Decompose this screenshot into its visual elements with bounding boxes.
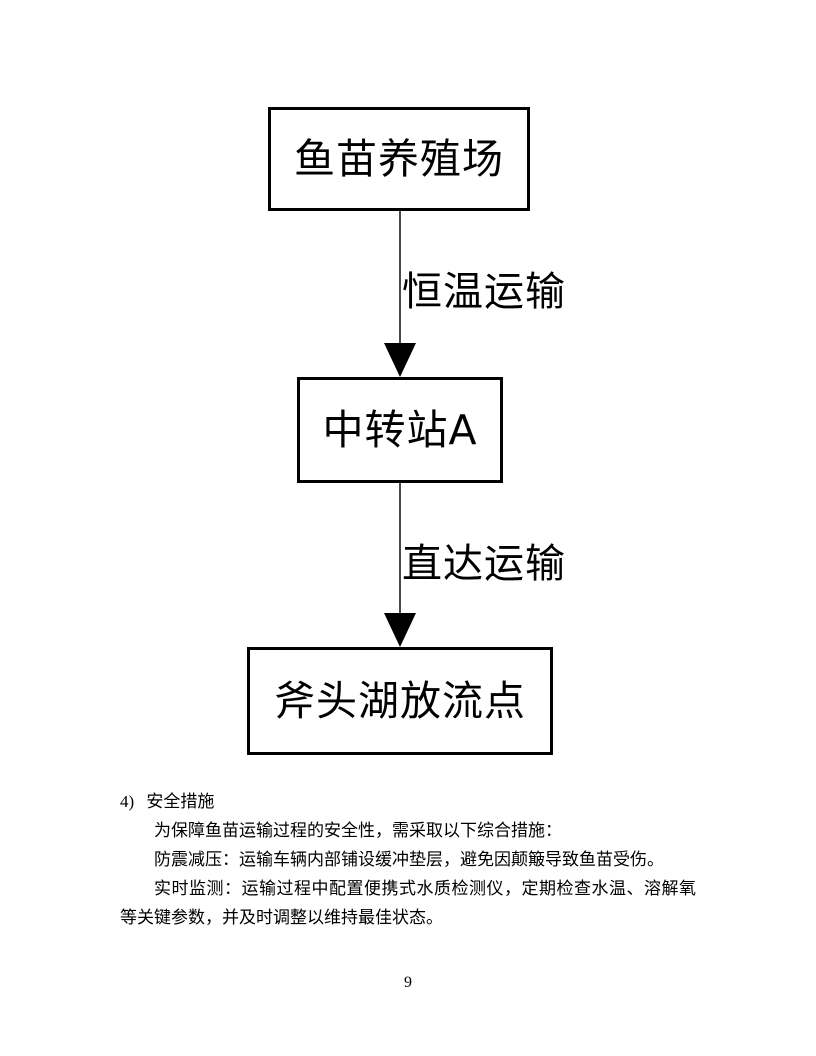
list-item-number: 4) (120, 792, 135, 811)
paragraph: 实时监测：运输过程中配置便携式水质检测仪，定期检查水温、溶解氧等关键参数，并及时… (120, 879, 696, 927)
arrow-down-icon (384, 613, 416, 647)
page-number: 9 (404, 974, 412, 991)
flowchart-node-label: 中转站A (322, 405, 478, 454)
body-text-block: 4) 安全措施 为保障鱼苗运输过程的安全性，需采取以下综合措施： 防震减压：运输… (120, 787, 696, 932)
paragraph: 防震减压：运输车辆内部铺设缓冲垫层，避免因颠簸导致鱼苗受伤。 (154, 850, 664, 869)
connector-line (399, 483, 401, 615)
flowchart-node-transfer: 中转站A (297, 377, 503, 483)
edge-label: 直达运输 (402, 541, 566, 587)
edge-label: 恒温运输 (402, 269, 566, 315)
list-item-heading: 4) 安全措施 (120, 787, 696, 816)
flowchart-node-destination: 斧头湖放流点 (247, 647, 553, 755)
flowchart-node-source: 鱼苗养殖场 (268, 107, 530, 211)
connector-line (399, 211, 401, 345)
arrow-down-icon (384, 343, 416, 377)
paragraph: 为保障鱼苗运输过程的安全性，需采取以下综合措施： (154, 821, 562, 840)
flowchart-node-label: 鱼苗养殖场 (294, 134, 504, 183)
list-item-title: 安全措施 (146, 792, 215, 811)
flowchart-node-label: 斧头湖放流点 (274, 676, 526, 725)
